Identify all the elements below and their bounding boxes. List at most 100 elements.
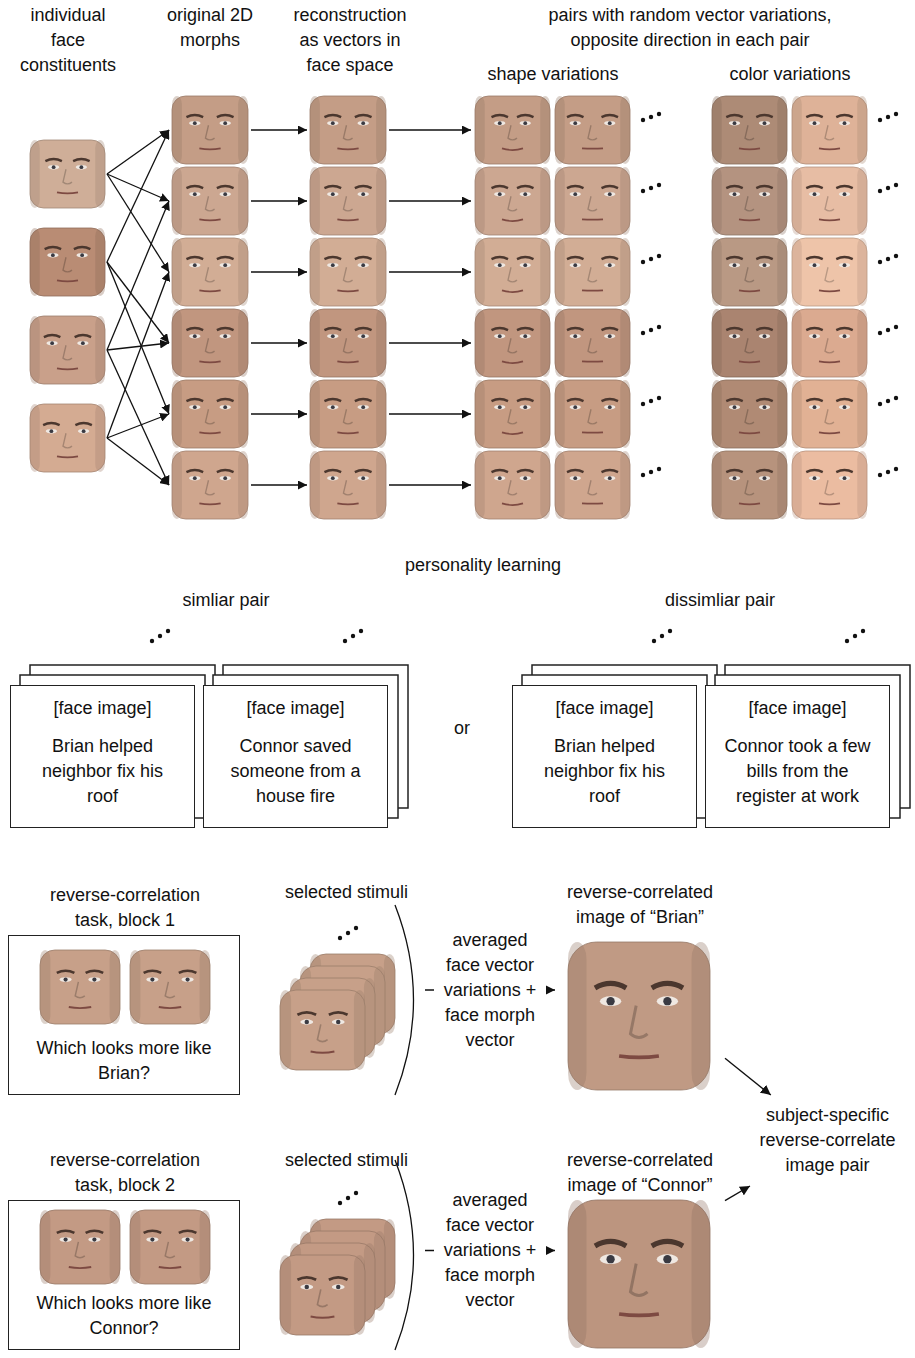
face-image <box>475 309 485 377</box>
face-image <box>726 115 743 117</box>
face-image <box>582 148 603 150</box>
face-image <box>792 96 802 164</box>
face-image <box>172 96 248 164</box>
face-image <box>843 121 847 125</box>
face-image <box>361 334 365 338</box>
face-image <box>756 399 773 401</box>
face-image <box>836 257 853 259</box>
face-image <box>573 476 577 480</box>
face-image <box>813 334 817 338</box>
face-image <box>517 399 534 401</box>
face-image <box>588 338 597 353</box>
ellipsis-dot <box>649 186 653 190</box>
face-image <box>729 192 740 196</box>
face-image <box>582 290 603 292</box>
node-heading: reverse-correlation task, block 1 <box>35 883 215 936</box>
face-image <box>568 942 586 1090</box>
face-image <box>712 451 787 519</box>
arrow-line <box>389 413 471 414</box>
face-image <box>45 159 62 161</box>
face-image <box>223 192 227 196</box>
face-image <box>595 983 626 987</box>
face-image <box>95 316 105 384</box>
face-image <box>82 429 86 433</box>
face-image <box>280 990 291 1070</box>
face-image <box>361 476 365 480</box>
label: dissimliar pair <box>620 588 820 613</box>
face-image <box>839 263 850 267</box>
face-image <box>792 96 867 164</box>
face-image <box>146 977 158 982</box>
face-image <box>602 186 619 188</box>
arrow-line <box>107 130 169 262</box>
face-image <box>172 167 248 235</box>
ellipsis-dot <box>878 331 882 335</box>
face-image <box>836 186 853 188</box>
node-body: Brian helped neighbor fix his roof <box>530 734 680 809</box>
face-image <box>280 1255 291 1335</box>
face-image <box>300 1019 313 1024</box>
ellipsis-dot <box>641 402 645 406</box>
face-image <box>475 380 550 448</box>
face-image <box>570 334 581 338</box>
face-image <box>355 257 372 259</box>
face-image <box>220 476 231 480</box>
face-image <box>608 263 612 267</box>
face-image <box>712 380 787 448</box>
story-card: [face image]Brian helped neighbor fix hi… <box>10 685 195 828</box>
ellipsis-dot <box>845 639 849 643</box>
ellipsis-dot <box>657 467 661 471</box>
face-image <box>540 309 550 377</box>
face-image <box>604 476 615 480</box>
task-box: reverse-correlation task, block 1Which l… <box>8 935 240 1095</box>
face-image <box>620 96 630 164</box>
face-image <box>317 1024 327 1041</box>
node-heading: [face image] <box>718 696 877 721</box>
face-image <box>280 990 365 1070</box>
face-image <box>310 96 320 164</box>
face-image <box>573 405 577 409</box>
face-image <box>199 503 220 504</box>
label: original 2D morphs <box>155 3 265 53</box>
face-image <box>502 148 523 150</box>
face-image <box>809 263 820 267</box>
face-image <box>540 238 550 306</box>
face-image <box>756 186 773 188</box>
face-image <box>540 167 550 235</box>
face-image <box>809 476 820 480</box>
face-image <box>502 219 523 221</box>
face-image <box>602 470 619 472</box>
face-image <box>857 380 867 448</box>
face-image <box>492 257 509 259</box>
face-image <box>759 334 770 338</box>
face-image <box>75 1242 85 1258</box>
face-image <box>602 399 619 401</box>
face-image <box>733 263 737 267</box>
face-image <box>809 405 820 409</box>
face-image <box>739 219 760 220</box>
face-image <box>475 238 485 306</box>
face-image <box>712 167 787 235</box>
face-image <box>726 257 743 259</box>
node-body: Brian helped neighbor fix his roof <box>28 734 178 809</box>
face-image <box>517 328 534 330</box>
face-image <box>570 405 581 409</box>
face-image <box>712 167 787 235</box>
face-image <box>205 338 214 353</box>
face-image <box>604 121 615 125</box>
face-image <box>280 1255 365 1335</box>
face-image <box>324 328 341 330</box>
face-image <box>608 405 612 409</box>
face-image <box>199 361 220 362</box>
face-image <box>358 405 369 409</box>
face-image <box>172 380 182 448</box>
face-image <box>223 263 227 267</box>
face-image <box>492 115 509 117</box>
face-image <box>492 470 509 472</box>
face-image <box>523 476 527 480</box>
face-image <box>217 470 234 472</box>
face-image <box>763 263 767 267</box>
face-image <box>777 238 787 306</box>
arrow-line <box>107 438 169 485</box>
ellipsis-dot <box>878 189 882 193</box>
